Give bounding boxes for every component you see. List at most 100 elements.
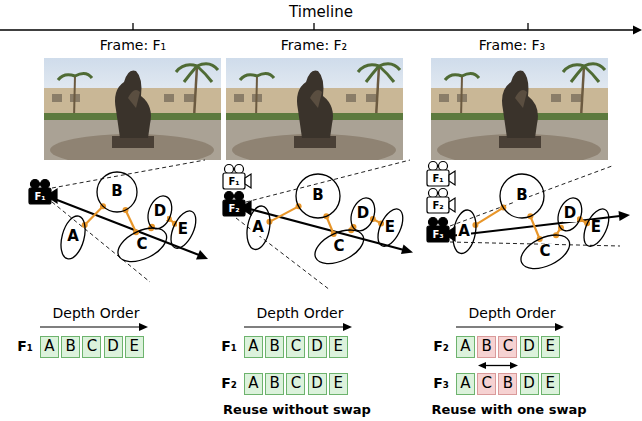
depth-slot-box: B bbox=[61, 336, 80, 358]
depth-slot-box: A bbox=[40, 336, 59, 358]
depth-slot-box: B bbox=[477, 336, 496, 358]
ellipse-shape bbox=[97, 172, 137, 212]
point-group-ellipse: B bbox=[498, 172, 546, 220]
link-line bbox=[269, 206, 298, 222]
slot-letter: E bbox=[334, 339, 343, 355]
point-group-ellipse: B bbox=[95, 170, 139, 214]
row-label: F₁ bbox=[17, 339, 33, 354]
point-group-ellipse: C bbox=[519, 233, 572, 271]
frame-label: Frame: F₃ bbox=[479, 38, 545, 53]
slot-letter: C bbox=[503, 339, 513, 355]
ellipse-shape bbox=[578, 206, 613, 251]
group-letter: C bbox=[538, 244, 551, 260]
slot-letter: B bbox=[503, 376, 513, 392]
timeline-title: Timeline bbox=[289, 4, 353, 21]
slot-letter: D bbox=[523, 339, 535, 355]
ellipse-shape bbox=[449, 208, 478, 255]
row-label: F₂ bbox=[221, 376, 237, 391]
slot-letter: D bbox=[311, 376, 323, 392]
axis-label: Depth Order bbox=[257, 306, 344, 321]
depth-slot-box: A bbox=[456, 336, 475, 358]
group-letter: A bbox=[66, 229, 80, 245]
group-letter: C bbox=[332, 239, 345, 255]
depth-slot-box: E bbox=[125, 336, 144, 358]
axis-label: Depth Order bbox=[469, 306, 556, 321]
track-link bbox=[472, 205, 506, 228]
track-link bbox=[123, 207, 139, 235]
depth-slot-box: A bbox=[456, 373, 475, 395]
depth-slot-box: C bbox=[498, 336, 517, 358]
point-group-ellipse: B bbox=[294, 172, 342, 220]
depth-slot-box: C bbox=[286, 373, 305, 395]
axis-label: Depth Order bbox=[53, 306, 140, 321]
slot-letter: B bbox=[270, 339, 280, 355]
track-link bbox=[82, 203, 106, 228]
camera-label: F₂ bbox=[432, 200, 443, 211]
depth-slot-box: E bbox=[329, 336, 348, 358]
slot-letter: C bbox=[87, 339, 97, 355]
depth-slot-box: A bbox=[244, 336, 263, 358]
point-group-ellipse: C bbox=[116, 226, 169, 264]
slot-letter: A bbox=[248, 376, 258, 392]
ellipse-shape bbox=[113, 221, 172, 268]
slot-letter: B bbox=[270, 376, 280, 392]
swap-arrow bbox=[478, 362, 518, 369]
point-group-ellipse: D bbox=[146, 194, 174, 231]
depth-slot-box: C bbox=[477, 373, 496, 395]
slot-letter: E bbox=[334, 376, 343, 392]
ellipse-shape bbox=[500, 174, 544, 218]
group-letter: B bbox=[311, 188, 324, 204]
depth-slot-box: E bbox=[329, 373, 348, 395]
slot-letter: B bbox=[482, 339, 492, 355]
ellipse-shape bbox=[243, 204, 272, 251]
frame-photos bbox=[44, 58, 608, 166]
camera-label: F₁ bbox=[432, 173, 443, 184]
depth-slot-box: B bbox=[498, 373, 517, 395]
point-group-ellipse: A bbox=[59, 214, 87, 261]
group-letter: A bbox=[251, 220, 265, 236]
point-group-ellipse: E bbox=[582, 207, 611, 248]
ellipse-shape bbox=[57, 213, 90, 261]
link-line bbox=[475, 208, 503, 225]
point-group-ellipse: D bbox=[349, 196, 377, 233]
point-group-ellipse: D bbox=[556, 196, 584, 233]
timeline-axis bbox=[0, 23, 642, 35]
slot-letter: B bbox=[66, 339, 76, 355]
slot-letter: A bbox=[460, 339, 470, 355]
ellipse-shape bbox=[165, 208, 200, 253]
camera-icons bbox=[29, 162, 455, 243]
frame-label: Frame: F₁ bbox=[100, 38, 166, 53]
slot-letter: D bbox=[523, 376, 535, 392]
point-group-ellipse: A bbox=[451, 208, 478, 255]
view-arrows bbox=[52, 198, 630, 260]
group-letter: E bbox=[177, 222, 189, 238]
group-letter: E bbox=[384, 220, 396, 236]
group-letter: E bbox=[590, 220, 602, 236]
point-group-ellipse: E bbox=[376, 207, 405, 248]
slot-letter: A bbox=[248, 339, 258, 355]
depth-slot-box: D bbox=[308, 336, 327, 358]
camera-label: F₁ bbox=[228, 176, 239, 187]
group-letter: B bbox=[515, 188, 528, 204]
slot-letter: A bbox=[44, 339, 54, 355]
slot-letter: C bbox=[291, 339, 301, 355]
depth-slot-box: D bbox=[104, 336, 123, 358]
depth-slot-box: B bbox=[265, 336, 284, 358]
depth-slot-box: D bbox=[308, 373, 327, 395]
caption-label: Reuse with one swap bbox=[432, 403, 587, 417]
caption-label: Reuse without swap bbox=[223, 403, 371, 417]
frame-label: Frame: F₂ bbox=[281, 38, 347, 53]
group-letter: D bbox=[153, 204, 167, 220]
row-label: F₃ bbox=[433, 376, 449, 391]
depth-slot-box: D bbox=[520, 373, 539, 395]
link-line bbox=[126, 210, 136, 232]
camera-label: F₃ bbox=[432, 229, 443, 240]
slot-letter: D bbox=[311, 339, 323, 355]
depth-slot-box: E bbox=[541, 373, 560, 395]
ellipse-shape bbox=[296, 174, 340, 218]
point-group-ellipse: A bbox=[245, 204, 272, 251]
point-group-ellipse: C bbox=[313, 228, 366, 266]
group-letter: C bbox=[135, 237, 148, 253]
ellipse-shape bbox=[144, 192, 176, 231]
